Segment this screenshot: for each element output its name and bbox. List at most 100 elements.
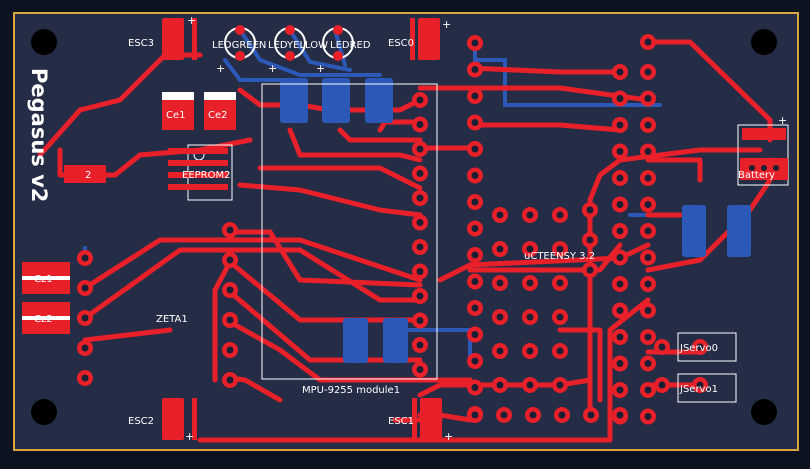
jservo1-pin-drill xyxy=(696,381,704,389)
teensy-left-pin-drill xyxy=(471,357,479,365)
teensy-right-pin-drill xyxy=(616,254,624,261)
teensy-right-pin-drill xyxy=(616,174,624,182)
mpu-pin-drill xyxy=(416,341,424,349)
teensy-left-pin-drill xyxy=(471,331,479,338)
teensy-right-pin-drill xyxy=(616,307,624,314)
teensy-left-pin-drill xyxy=(471,278,479,285)
teensy-inner-pin-drill xyxy=(496,347,504,355)
esc3-pads xyxy=(162,18,197,60)
label-led-red: LEDRED xyxy=(330,40,371,51)
mpu-pin-drill xyxy=(416,317,424,324)
teensy-inner-pin-drill xyxy=(496,313,504,321)
plus-esc0: + xyxy=(442,18,451,31)
teensy-right-pin-drill xyxy=(644,280,652,288)
teensy-inner-pin-drill xyxy=(586,206,594,214)
eeprom-footprint xyxy=(168,144,233,201)
teensy-right-pin-drill xyxy=(644,386,652,394)
teensy-inner-pin-drill xyxy=(586,236,594,244)
teensy-left-pin-drill xyxy=(471,172,479,179)
teensy-inner-pin-drill xyxy=(496,381,504,389)
mpu-pin-drill xyxy=(416,292,424,300)
plus-led-yellow: + xyxy=(268,62,277,75)
teensy-inner-pin-drill xyxy=(526,245,534,253)
board-title: Pegasus v2 xyxy=(27,68,51,202)
teensy-inner-pin-drill xyxy=(526,347,534,355)
teensy-inner-pin-drill xyxy=(526,313,534,321)
battery-connector xyxy=(737,124,789,186)
zeta-right-pin-drill xyxy=(226,256,234,264)
teensy-bottom-pin-drill xyxy=(616,411,624,419)
teensy-bottom-pin-drill xyxy=(500,411,508,419)
teensy-bottom-pin-drill xyxy=(471,411,479,419)
label-led-green: LEDGREEN xyxy=(212,40,266,51)
through-hole-pads xyxy=(77,34,708,425)
label-esc2: ESC2 xyxy=(128,416,154,427)
mpu-pin-drill xyxy=(416,121,424,128)
label-cz2: Cz2 xyxy=(34,314,53,325)
teensy-right-pin-drill xyxy=(616,227,624,235)
label-battery: Battery xyxy=(738,170,775,181)
teensy-inner-pin-drill xyxy=(556,245,564,253)
teensy-inner-pin-drill xyxy=(586,266,594,274)
teensy-right-pin-drill xyxy=(644,360,652,367)
zeta-right-pin-drill xyxy=(226,376,234,384)
zeta-left-pin-drill xyxy=(81,314,89,322)
teensy-inner-pin-drill xyxy=(526,381,534,389)
plus-esc2: + xyxy=(185,430,194,443)
bottom-pads xyxy=(280,78,751,363)
teensy-bottom-pin-drill xyxy=(558,411,566,419)
capacitor-cz2 xyxy=(22,302,70,334)
zeta-left-pin-drill xyxy=(81,254,89,262)
teensy-left-pin-drill xyxy=(471,39,479,47)
esc0-pads xyxy=(410,18,440,60)
teensy-left-pin-drill xyxy=(471,304,479,312)
teensy-right-pin-drill xyxy=(644,227,652,235)
teensy-right-pin-drill xyxy=(644,68,652,76)
teensy-bottom-pin-drill xyxy=(587,411,595,419)
teensy-inner-pin-drill xyxy=(556,211,564,219)
teensy-left-pin-drill xyxy=(471,92,479,100)
jservo0-outline xyxy=(677,332,737,362)
teensy-right-pin-drill xyxy=(644,148,652,155)
jservo1-outline xyxy=(677,373,737,403)
zeta-left-pin-drill xyxy=(81,284,89,292)
teensy-right-pin-drill xyxy=(644,413,652,420)
teensy-inner-pin-drill xyxy=(526,211,534,219)
zeta-left-pin-drill xyxy=(81,344,89,352)
label-jservo1: JServo1 xyxy=(679,384,718,395)
board-outline xyxy=(13,12,799,451)
teensy-left-pin-drill xyxy=(471,119,479,126)
teensy-left-pin-drill xyxy=(471,251,479,259)
label-esc0: ESC0 xyxy=(388,38,414,49)
mpu-pin-drill xyxy=(416,243,424,251)
teensy-right-pin-drill xyxy=(616,201,624,208)
label-teensy: uCTEENSY 3.2 xyxy=(524,251,595,262)
label-esc1: ESC1 xyxy=(388,416,414,427)
plus-battery: + xyxy=(778,114,787,127)
teensy-right-pin-drill xyxy=(644,333,652,341)
teensy-right-pin-drill xyxy=(616,95,624,102)
mpu-pin-drill xyxy=(416,145,424,153)
capacitor-ce1 xyxy=(162,92,194,130)
teensy-inner-pin-drill xyxy=(556,279,564,287)
teensy-right-pin-drill xyxy=(616,148,624,155)
label-small-2: 2 xyxy=(85,170,91,181)
teensy-inner-pin-drill xyxy=(556,313,564,321)
teensy-right-pin-drill xyxy=(644,307,652,314)
teensy-right-pin-drill xyxy=(616,360,624,367)
zeta-right-pin-drill xyxy=(226,286,234,294)
teensy-right-pin-drill xyxy=(644,38,652,46)
teensy-right-pin-drill xyxy=(616,280,624,288)
teensy-inner-pin-drill xyxy=(526,279,534,287)
label-ce1: Ce1 xyxy=(166,110,186,121)
teensy-right-pin-drill xyxy=(644,174,652,182)
teensy-right-pin-drill xyxy=(644,95,652,102)
teensy-left-pin-drill xyxy=(471,66,479,73)
label-esc3: ESC3 xyxy=(128,38,154,49)
esc2-pads xyxy=(162,398,197,440)
plus-esc1: + xyxy=(444,430,453,443)
capacitor-ce2 xyxy=(204,92,236,130)
teensy-right-pin-drill xyxy=(644,254,652,261)
teensy-inner-pin-drill xyxy=(556,347,564,355)
